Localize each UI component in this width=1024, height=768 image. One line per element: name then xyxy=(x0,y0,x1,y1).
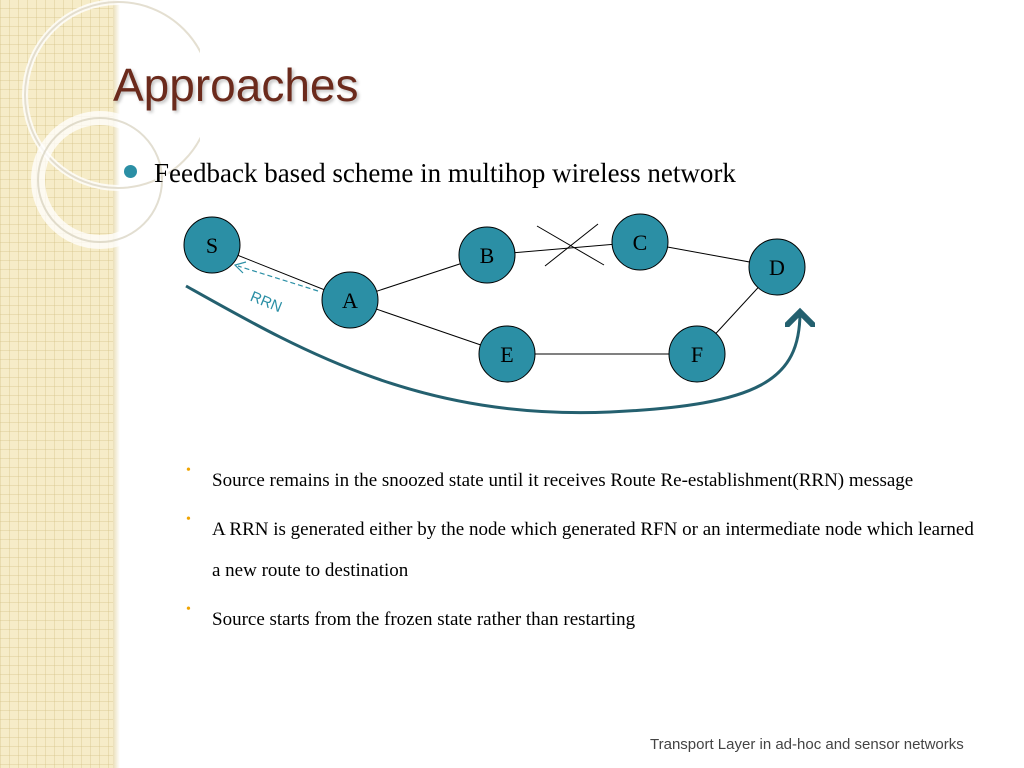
side-band-edge xyxy=(113,0,120,768)
rrn-arrowhead-icon xyxy=(233,261,247,274)
slide-footer: Transport Layer in ad-hoc and sensor net… xyxy=(650,736,964,753)
node-s-label: S xyxy=(206,233,218,258)
node-d-label: D xyxy=(769,255,785,280)
main-bullet: Feedback based scheme in multihop wirele… xyxy=(124,158,736,189)
rrn-arrow xyxy=(237,265,319,292)
node-e-label: E xyxy=(500,342,513,367)
sub-bullet-item: • Source remains in the snoozed state un… xyxy=(186,460,986,501)
sub-bullet-list: • Source remains in the snoozed state un… xyxy=(186,460,986,648)
sub-bullet-text: A RRN is generated either by the node wh… xyxy=(212,519,974,581)
sub-bullet-text: Source remains in the snoozed state unti… xyxy=(212,470,914,491)
node-b-label: B xyxy=(480,243,495,268)
rrn-label: RRN xyxy=(248,288,285,316)
broken-link-cross-icon xyxy=(536,223,605,267)
sub-bullet-dot-icon: • xyxy=(186,512,191,527)
node-a-label: A xyxy=(342,288,358,313)
sub-bullet-dot-icon: • xyxy=(186,602,191,617)
node-c-label: C xyxy=(633,230,648,255)
decorative-rings xyxy=(22,0,200,249)
node-c: C xyxy=(611,213,669,271)
node-a: A xyxy=(321,271,379,329)
node-f: F xyxy=(668,325,726,383)
sub-bullet-item: • Source starts from the frozen state ra… xyxy=(186,599,986,640)
node-s: S xyxy=(183,216,241,274)
node-b: B xyxy=(458,226,516,284)
resume-arrow xyxy=(185,284,800,415)
node-e: E xyxy=(478,325,536,383)
sub-bullet-item: • A RRN is generated either by the node … xyxy=(186,509,986,591)
sub-bullet-text: Source starts from the frozen state rath… xyxy=(212,609,636,630)
slide-title: Approaches xyxy=(113,59,359,111)
sub-bullet-dot-icon: • xyxy=(186,463,191,478)
bullet-dot-icon xyxy=(124,165,137,178)
network-diagram: RRN S A B C D E F xyxy=(183,213,830,415)
main-bullet-text: Feedback based scheme in multihop wirele… xyxy=(154,158,736,188)
node-f-label: F xyxy=(691,342,703,367)
node-d: D xyxy=(748,238,806,296)
